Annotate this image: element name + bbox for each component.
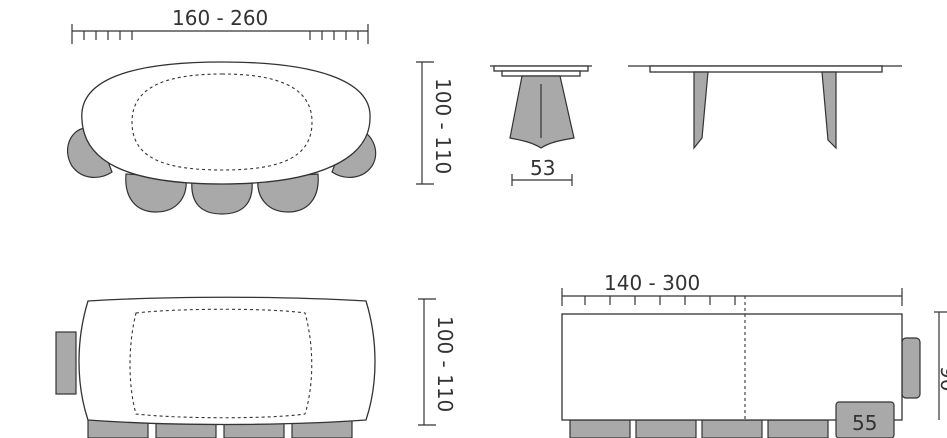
oval-tabletop (81, 61, 371, 185)
side-tabletop (493, 65, 589, 72)
rect-depth-label: 100 - 110 (433, 316, 457, 412)
chair (257, 173, 319, 213)
side-view-narrow: 53 (490, 65, 592, 186)
oval-chairs (67, 127, 377, 215)
leg (821, 71, 837, 150)
rect-length-dimension: 140 - 300 (561, 271, 903, 306)
chair-size-label: 55 (852, 411, 877, 435)
oval-depth-dimension: 100 - 110 (416, 61, 455, 185)
rect-depth-dimension: 100 - 110 (418, 298, 457, 426)
long-rect-table-view: 140 - 300 55 90 (561, 271, 947, 438)
chair-size-marker (835, 401, 895, 438)
leg (693, 71, 709, 150)
rect-tabletop (78, 296, 376, 426)
rect-length-label: 140 - 300 (604, 271, 700, 295)
chair (67, 127, 113, 178)
pedestal-base (509, 75, 575, 149)
chair (125, 173, 187, 213)
rect-right-dimension: 90 (934, 311, 947, 420)
base-width-dimension: 53 (511, 156, 573, 186)
rect-table-view: 100 - 110 (55, 296, 457, 438)
side-view-long (628, 65, 902, 150)
side-apron (501, 70, 581, 77)
base-width-label: 53 (530, 156, 555, 180)
chair (767, 419, 829, 438)
oval-length-dimension: 160 - 260 (71, 6, 369, 44)
chair (55, 331, 77, 395)
chair (701, 419, 763, 438)
chair (901, 337, 921, 399)
oval-depth-label: 100 - 110 (431, 78, 455, 174)
long-tabletop (649, 65, 883, 73)
rect-right-label: 90 (936, 366, 947, 391)
oval-length-label: 160 - 260 (172, 6, 268, 30)
rect-extension-outline (129, 308, 313, 419)
chair (635, 419, 697, 438)
oval-extension-outline (131, 73, 313, 171)
oval-table-view: 160 - 260 100 - 110 (67, 6, 455, 215)
chair (569, 419, 631, 438)
chair (191, 179, 253, 215)
